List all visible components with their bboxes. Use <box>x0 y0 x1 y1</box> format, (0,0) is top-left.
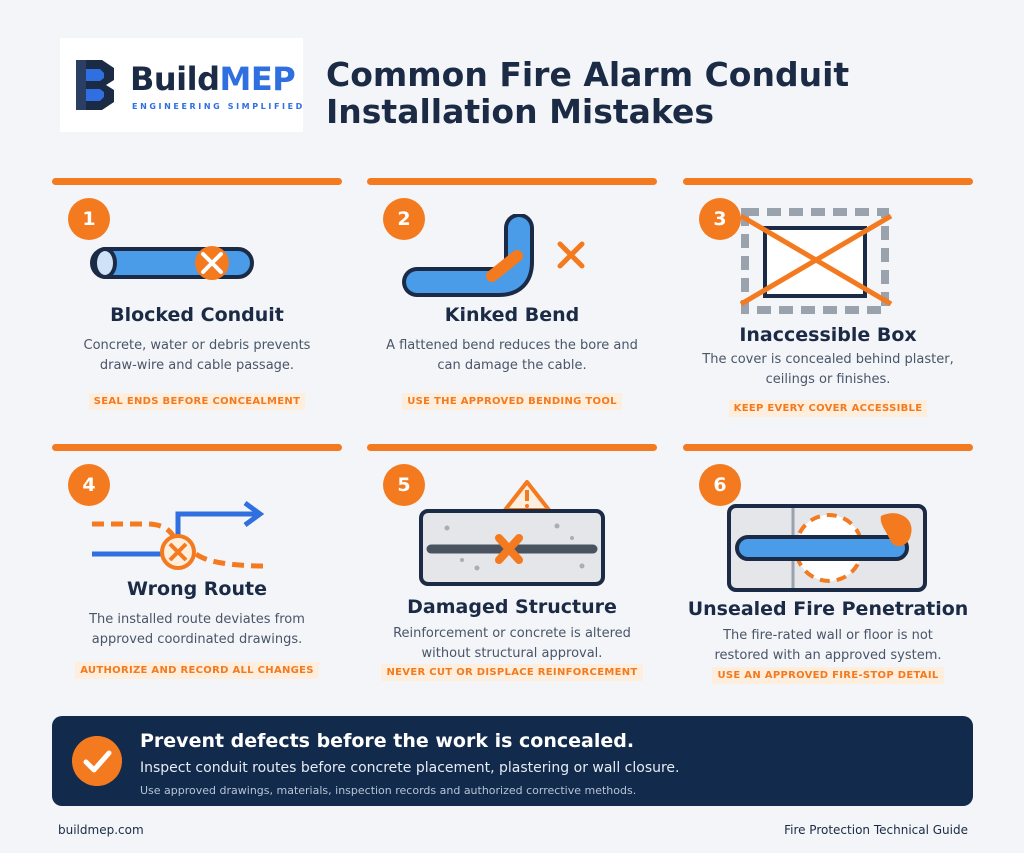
card-title: Inaccessible Box <box>739 324 917 346</box>
card-accent-bar <box>367 178 657 185</box>
card-description: A flattened bend reduces the bore and ca… <box>386 338 638 373</box>
card-accent-bar <box>52 178 342 185</box>
card-tip: USE AN APPROVED FIRE-STOP DETAIL <box>712 667 944 684</box>
buildmep-logo-icon <box>76 60 114 110</box>
card-number: 6 <box>699 464 741 506</box>
card-description: Concrete, water or debris prevents draw-… <box>83 338 311 373</box>
summary-banner: Prevent defects before the work is conce… <box>52 716 973 806</box>
card-accent-bar <box>367 444 657 451</box>
card-number: 3 <box>699 198 741 240</box>
card-accent-bar <box>683 178 973 185</box>
card-tip: SEAL ENDS BEFORE CONCEALMENT <box>88 393 306 410</box>
mistake-card-6: 6 Unsealed Fire Penetration The fire-rat… <box>683 444 973 684</box>
banner-heading: Prevent defects before the work is conce… <box>140 730 635 752</box>
card-accent-bar <box>683 444 973 451</box>
card-tip: AUTHORIZE AND RECORD ALL CHANGES <box>75 662 319 679</box>
banner-subtext: Inspect conduit routes before concrete p… <box>140 760 680 776</box>
check-circle-icon <box>72 736 122 786</box>
card-tip: USE THE APPROVED BENDING TOOL <box>402 393 622 410</box>
footer-guide-label: Fire Protection Technical Guide <box>784 823 968 837</box>
logo-tagline: ENGINEERING SIMPLIFIED <box>132 102 305 111</box>
card-number: 5 <box>383 464 425 506</box>
card-description: The cover is concealed behind plaster, c… <box>702 352 954 387</box>
card-title: Damaged Structure <box>407 596 617 618</box>
card-description: The installed route deviates from approv… <box>89 612 305 647</box>
mistake-card-1: 1 Blocked Conduit Concrete, water or deb… <box>52 178 342 418</box>
mistake-card-2: 2 Kinked Bend A flattened bend reduces t… <box>367 178 657 418</box>
inaccessible-box-icon <box>739 208 893 314</box>
card-number: 2 <box>383 198 425 240</box>
logo-name: BuildMEP <box>130 60 296 98</box>
card-title: Unsealed Fire Penetration <box>687 598 969 620</box>
card-tip: NEVER CUT OR DISPLACE REINFORCEMENT <box>381 664 643 681</box>
card-number: 4 <box>68 464 110 506</box>
mistake-card-5: 5 Damaged Structure Reinforcement or con… <box>367 444 657 684</box>
wrong-route-icon <box>92 500 268 570</box>
card-title: Wrong Route <box>127 578 267 600</box>
mistake-card-4: 4 Wrong Route The installed route deviat… <box>52 444 342 684</box>
card-title: Kinked Bend <box>444 304 580 326</box>
card-title: Blocked Conduit <box>110 304 284 326</box>
banner-small-text: Use approved drawings, materials, inspec… <box>140 784 637 797</box>
mistake-card-3: 3 Inaccessible Box The cover is conceale… <box>683 178 973 418</box>
footer-website: buildmep.com <box>58 823 144 837</box>
fire-penetration-icon <box>727 504 927 592</box>
card-accent-bar <box>52 444 342 451</box>
logo: BuildMEP ENGINEERING SIMPLIFIED <box>60 38 303 132</box>
card-number: 1 <box>68 198 110 240</box>
damaged-structure-icon <box>419 480 605 586</box>
card-description: Reinforcement or concrete is altered wit… <box>393 626 631 661</box>
page-title: Common Fire Alarm Conduit Installation M… <box>326 55 850 131</box>
blocked-conduit-icon <box>90 246 254 280</box>
kinked-bend-icon <box>402 214 585 297</box>
card-tip: KEEP EVERY COVER ACCESSIBLE <box>728 400 928 417</box>
card-description: The fire-rated wall or floor is not rest… <box>714 628 942 663</box>
